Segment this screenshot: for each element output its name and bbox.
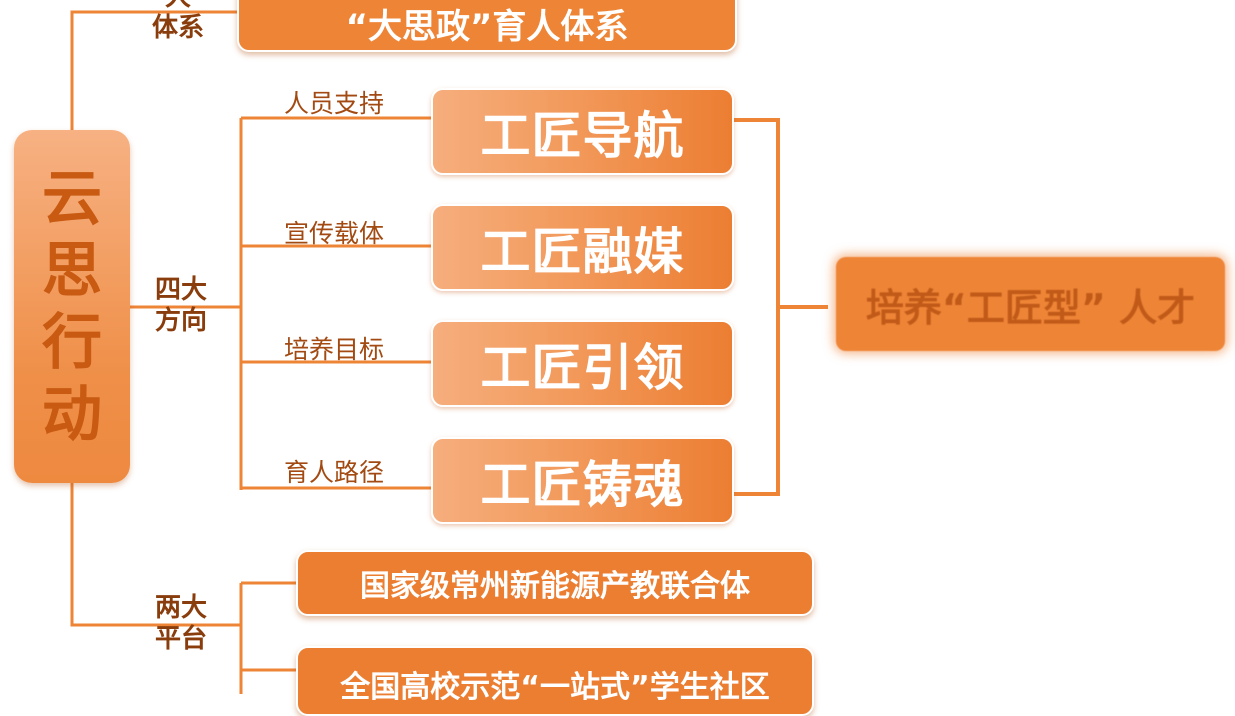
direction-box-label: 工匠铸魂: [480, 455, 685, 514]
direction-box: 工匠融媒: [431, 204, 734, 291]
direction-sublabel: 培养目标: [284, 335, 385, 364]
top-box-label: “大思政”育人体系: [345, 6, 629, 47]
root-char: 行: [42, 307, 102, 378]
direction-box-label: 工匠引领: [480, 338, 685, 397]
root-char: 云: [42, 163, 102, 234]
directions-branch-label: 四大 方向: [150, 275, 212, 337]
direction-sublabel: 宣传载体: [284, 219, 385, 248]
direction-sublabel: 人员支持: [284, 89, 385, 118]
top-branch-label: 大 体系: [148, 0, 208, 44]
platform-box-label: 国家级常州新能源产教联合体: [360, 569, 750, 604]
direction-box: 工匠引领: [431, 320, 734, 407]
platforms-branch-label: 两大 平台: [150, 593, 212, 655]
platform-box: 全国高校示范“一站式”学生社区: [296, 646, 814, 716]
directions-branch-line: 方向: [154, 306, 207, 336]
platform-box-label: 全国高校示范“一站式”学生社区: [340, 670, 770, 705]
top-box: “大思政”育人体系: [237, 0, 737, 52]
root-char: 思: [42, 235, 102, 306]
top-branch-line: 大: [148, 0, 208, 13]
top-branch-line: 体系: [151, 13, 204, 43]
direction-box-label: 工匠融媒: [480, 222, 685, 281]
root-char: 动: [42, 379, 102, 450]
target-label: 培养“工匠型” 人才: [865, 285, 1196, 330]
direction-box: 工匠铸魂: [431, 437, 734, 524]
platforms-branch-line: 两大: [154, 593, 207, 623]
directions-branch-line: 四大: [154, 275, 207, 305]
target-box: 培养“工匠型” 人才: [836, 257, 1225, 351]
direction-sublabel: 育人路径: [284, 458, 385, 487]
direction-box: 工匠导航: [431, 88, 734, 175]
platform-box: 国家级常州新能源产教联合体: [296, 550, 814, 616]
connector-lines: [70, 10, 828, 694]
root-node: 云 思 行 动: [14, 130, 130, 483]
platforms-branch-line: 平台: [154, 624, 207, 654]
direction-box-label: 工匠导航: [480, 106, 685, 165]
